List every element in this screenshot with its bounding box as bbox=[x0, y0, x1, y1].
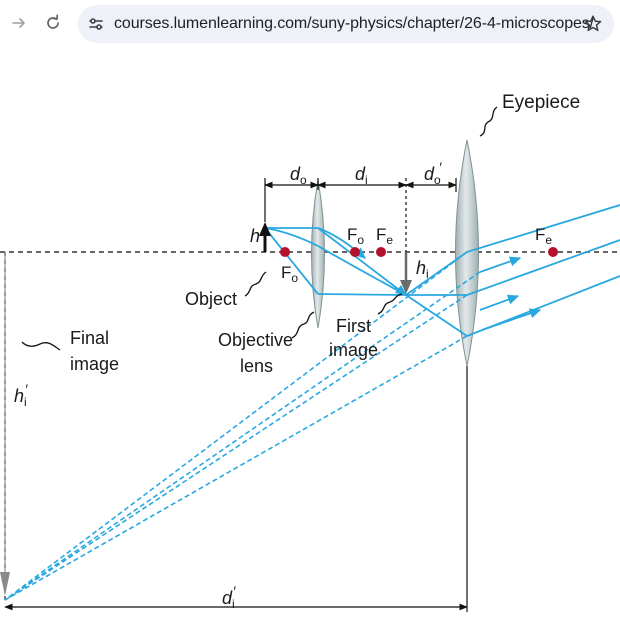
final-image-label-line2: image bbox=[70, 354, 119, 374]
fe-label-top: Fe bbox=[376, 225, 393, 247]
object-label: Object bbox=[185, 289, 237, 309]
objective-lens-label-line2: lens bbox=[240, 356, 273, 376]
final-image-height-label: hi′ bbox=[14, 381, 29, 409]
address-bar[interactable]: courses.lumenlearning.com/suny-physics/c… bbox=[78, 5, 614, 43]
reload-button[interactable] bbox=[40, 10, 66, 36]
bookmark-button[interactable] bbox=[582, 13, 604, 35]
browser-toolbar: courses.lumenlearning.com/suny-physics/c… bbox=[0, 0, 620, 51]
site-info-button[interactable] bbox=[86, 14, 106, 34]
eyepiece-output-rays bbox=[466, 204, 620, 337]
forward-button[interactable] bbox=[6, 10, 32, 36]
final-image-label-line1: Final bbox=[70, 328, 109, 348]
reload-icon bbox=[47, 14, 59, 29]
microscope-diagram: Eyepiece Object Objective lens First ima… bbox=[0, 50, 620, 620]
top-dimension-lines bbox=[264, 178, 457, 252]
di-prime-label: di′ bbox=[222, 583, 237, 611]
focal-point-fe-right bbox=[548, 247, 558, 257]
url-text[interactable]: courses.lumenlearning.com/suny-physics/c… bbox=[114, 15, 595, 32]
forward-arrow-icon bbox=[12, 18, 25, 28]
leader-lines bbox=[21, 106, 498, 351]
first-image-label-line2: image bbox=[329, 340, 378, 360]
first-image-label-line1: First bbox=[336, 316, 371, 336]
final-image-arrowhead bbox=[0, 572, 10, 596]
bottom-dimension-line bbox=[4, 366, 468, 612]
fo-label-bottom: Fo bbox=[281, 263, 298, 285]
first-image-arrowhead bbox=[400, 280, 412, 294]
objective-lens bbox=[311, 179, 325, 329]
focal-point-fo-right bbox=[350, 247, 360, 257]
focal-point-fo-left bbox=[280, 247, 290, 257]
fe-label-right: Fe bbox=[535, 225, 552, 247]
site-info-icon bbox=[89, 18, 103, 30]
object-arrowhead bbox=[259, 222, 271, 236]
virtual-rays bbox=[4, 251, 481, 601]
focal-point-fe-left bbox=[376, 247, 386, 257]
bookmark-star-icon bbox=[584, 15, 602, 32]
eyepiece-label: Eyepiece bbox=[502, 92, 580, 113]
objective-rays bbox=[264, 227, 408, 296]
object-height-label: h bbox=[250, 226, 260, 246]
do-label: do bbox=[290, 164, 307, 187]
first-image-height-label: hi bbox=[416, 258, 429, 281]
do-prime-label: do′ bbox=[424, 159, 443, 187]
diagram-canvas: Eyepiece Object Objective lens First ima… bbox=[0, 92, 620, 612]
objective-lens-label-line1: Objective bbox=[218, 330, 293, 350]
di-label: di bbox=[355, 164, 368, 187]
fo-label-top: Fo bbox=[347, 225, 364, 247]
